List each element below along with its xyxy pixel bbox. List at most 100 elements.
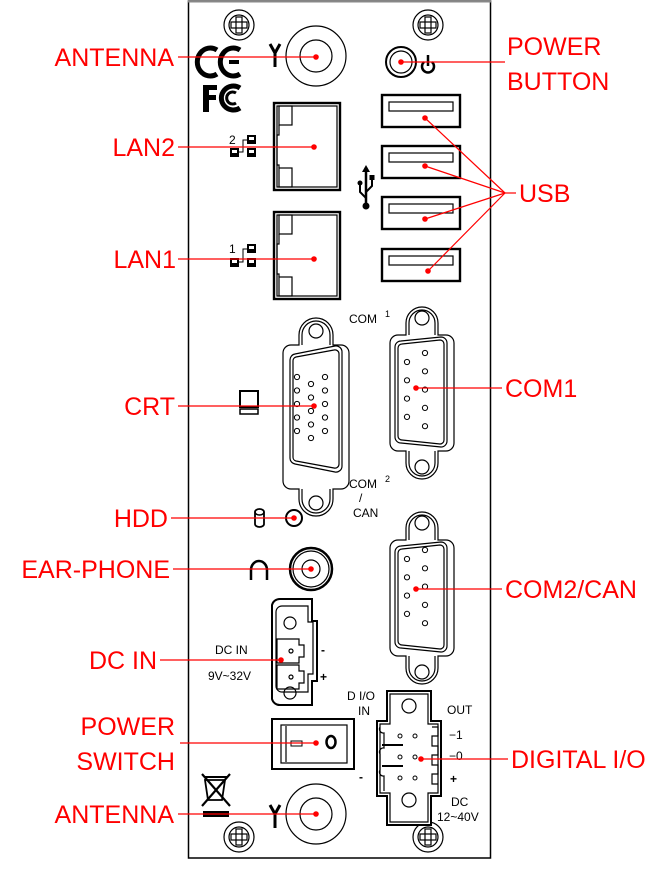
callout-power-button-line2: BUTTON [507,68,609,96]
vga-pin [321,427,329,435]
vga-pin [307,380,315,388]
callout-digital-io: DIGITAL I/O [511,746,646,774]
vga-pins [293,373,329,442]
dio-pin [397,754,403,760]
db9-pin [421,601,429,609]
dio-panel-title: D I/O [347,689,375,703]
crt-vga-port[interactable] [282,317,350,517]
callout-hdd: HDD [114,505,168,533]
antenna-connector-top[interactable] [285,25,347,87]
usb-icon [357,165,375,210]
callout-dc-in: DC IN [89,647,157,675]
usb-port-3[interactable] [380,195,462,231]
com2-can-port[interactable] [389,511,455,685]
lan2-index-label: 2 [229,133,236,147]
monitor-icon [239,390,259,415]
vga-pin [293,427,301,435]
vga-pin [293,414,301,421]
dio-pin-0-label: −0 [449,749,463,763]
dio-out-label: OUT [447,703,473,717]
callout-lan1: LAN1 [113,246,176,274]
dio-pin-1-label: −1 [449,728,463,742]
dio-pin [412,733,418,739]
com2-panel-sup: 2 [385,474,390,484]
db9-pin [421,565,429,572]
lan1-port[interactable] [272,210,342,301]
db9-pin [421,368,429,375]
dio-pin [397,733,403,739]
db9-pin [421,620,429,627]
db9-pin [403,610,411,618]
dio-in-label: IN [358,704,370,718]
dio-pins [397,733,418,781]
callout-usb: USB [519,180,570,208]
callout-crt: CRT [124,393,175,421]
db9-pin [403,358,411,366]
callout-power-switch-line1: POWER [81,713,175,741]
fcc-mark-icon [203,83,242,113]
dio-voltage-range: 12~40V [437,810,479,824]
callout-com2-can: COM2/CAN [505,576,637,604]
dio-minus-label: - [359,770,363,784]
dc-in-connector[interactable] [271,598,318,706]
screw-top-right [412,9,444,41]
usb-port-4[interactable] [380,247,462,283]
com1-port[interactable] [389,306,455,480]
vga-pin [321,387,329,394]
dc-in-minus: - [321,643,325,657]
lan2-led-icon [230,135,256,157]
com1-panel-label: COM [349,312,377,326]
dio-pin [397,775,403,781]
dio-pin [412,754,418,760]
leader-lines [160,54,516,817]
db9-pin [403,413,411,420]
vga-pin [321,414,329,421]
callout-com1: COM1 [505,375,577,403]
dc-in-plus: + [320,670,327,684]
dio-dc-label: DC [451,795,469,809]
dc-in-voltage-range: 9V~32V [208,669,251,683]
callout-power-button-line1: POWER [507,33,601,61]
antenna-icon-top [268,43,282,67]
com2-panel-slash: / [359,491,363,505]
db9-pin [403,395,411,402]
dio-pin [412,775,418,781]
com1-pins [403,349,429,430]
usb-port-1[interactable] [380,93,462,129]
usb-port-2[interactable] [380,144,462,180]
com1-panel-sup: 1 [385,309,390,319]
vga-pin [321,373,329,381]
screw-bottom-right [412,821,444,853]
com2-panel-label: COM [349,477,377,491]
lan1-led-icon [230,244,256,267]
callout-lan2: LAN2 [112,134,175,162]
lan1-index-label: 1 [229,242,236,256]
vga-pin [307,394,315,401]
ce-mark-icon [194,45,242,79]
db9-pin [403,574,411,581]
vga-pin [307,434,315,442]
callout-power-switch-line2: SWITCH [76,748,175,776]
vga-pin [293,387,301,394]
callout-earphone: EAR-PHONE [21,556,170,584]
db9-pin [421,546,429,554]
db9-pin [403,377,411,384]
power-switch[interactable] [271,718,355,770]
dc-in-panel-label: DC IN [215,643,248,657]
vga-pin [307,421,315,428]
db9-pin [403,555,411,563]
screw-bottom-left [223,821,255,853]
dio-plus-label: + [450,772,457,786]
vga-pin [321,400,329,408]
screw-top-left [223,9,255,41]
callout-antenna-bottom: ANTENNA [55,801,175,829]
db9-pin [421,423,429,430]
db9-pin [421,349,429,357]
digital-io-connector[interactable] [376,690,442,826]
power-icon [420,55,436,74]
db9-pin [421,404,429,411]
callout-antenna-top: ANTENNA [55,44,175,72]
vga-pin [293,373,301,381]
com2-panel-can: CAN [353,506,378,520]
